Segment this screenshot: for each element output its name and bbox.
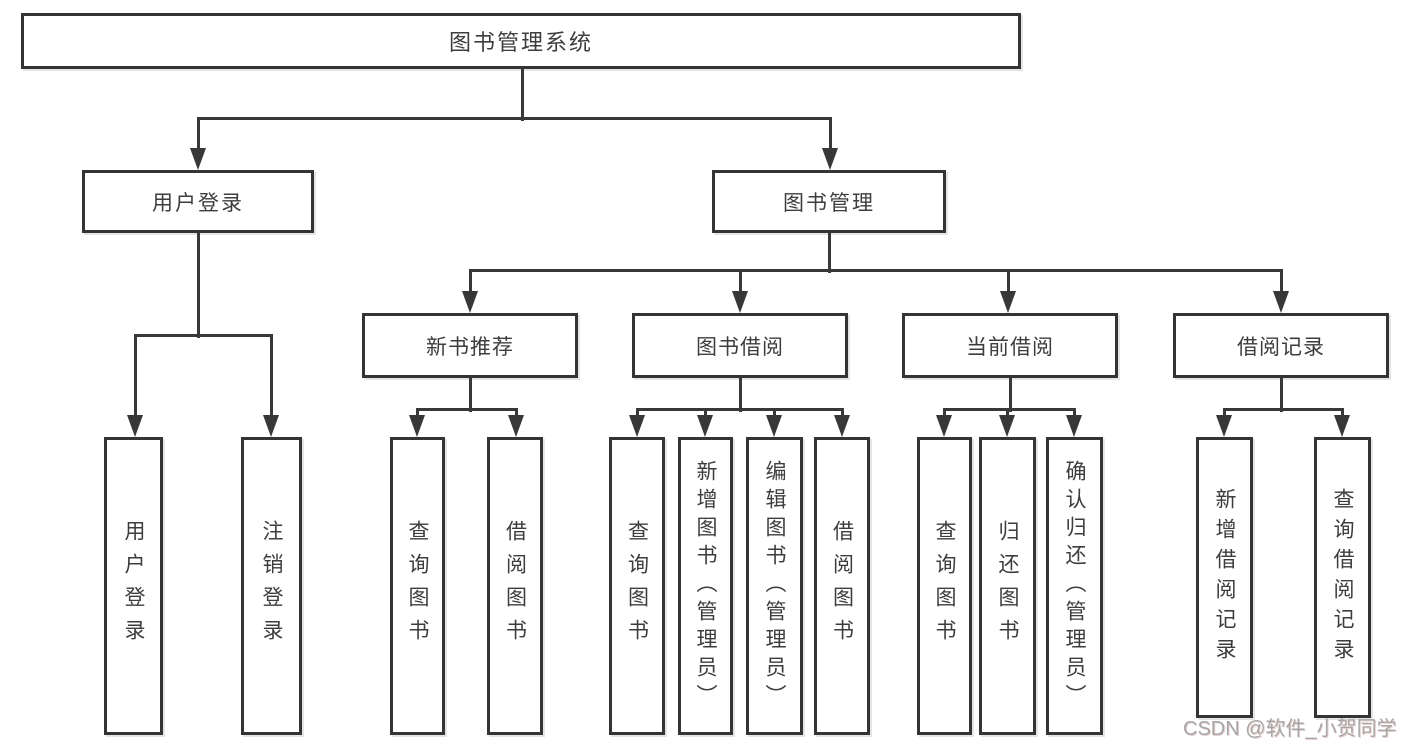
leaf-borrow-books-recommend: 借阅图书 xyxy=(487,437,543,735)
connector-drop xyxy=(828,118,832,150)
leaf-edit-books-admin: 编辑图书（管理员） xyxy=(746,437,803,735)
arrowhead-down-icon xyxy=(1273,291,1289,313)
arrowhead-down-icon xyxy=(732,291,748,313)
node-book-borrowing: 图书借阅 xyxy=(632,313,848,378)
arrowhead-down-icon xyxy=(190,148,206,170)
node-user-login: 用户登录 xyxy=(82,170,314,233)
leaf-logout: 注销登录 xyxy=(241,437,302,735)
arrowhead-down-icon xyxy=(936,415,952,437)
connector-drop xyxy=(772,409,776,417)
connector-stem xyxy=(468,378,472,412)
connector-stem xyxy=(520,69,524,121)
node-new-book-recommendation: 新书推荐 xyxy=(362,313,578,378)
connector-bar xyxy=(133,333,273,337)
connector-drop xyxy=(942,409,946,417)
connector-bar xyxy=(1222,407,1344,411)
node-current-borrowing: 当前借阅 xyxy=(902,313,1118,378)
node-borrowing-records: 借阅记录 xyxy=(1173,313,1389,378)
connector-drop xyxy=(1222,409,1226,417)
connector-drop xyxy=(514,409,518,417)
connector-drop xyxy=(1072,409,1076,417)
arrowhead-down-icon xyxy=(697,415,713,437)
arrowhead-down-icon xyxy=(834,415,850,437)
connector-stem xyxy=(196,233,200,338)
arrowhead-down-icon xyxy=(1000,291,1016,313)
leaf-add-books-admin: 新增图书（管理员） xyxy=(678,437,733,735)
leaf-confirm-return-admin: 确认归还（管理员） xyxy=(1046,437,1103,735)
connector-drop xyxy=(1340,409,1344,417)
leaf-add-borrow-record: 新增借阅记录 xyxy=(1196,437,1253,718)
arrowhead-down-icon xyxy=(1216,415,1232,437)
connector-drop xyxy=(738,270,742,293)
connector-drop xyxy=(468,270,472,293)
arrowhead-down-icon xyxy=(1334,415,1350,437)
arrowhead-down-icon xyxy=(409,415,425,437)
leaf-return-books: 归还图书 xyxy=(979,437,1036,735)
connector-drop xyxy=(196,118,200,150)
node-book-management: 图书管理 xyxy=(712,170,946,233)
connector-drop xyxy=(1005,409,1009,417)
arrowhead-down-icon xyxy=(629,415,645,437)
node-library-system: 图书管理系统 xyxy=(21,13,1021,69)
connector-drop xyxy=(415,409,419,417)
arrowhead-down-icon xyxy=(1066,415,1082,437)
arrowhead-down-icon xyxy=(766,415,782,437)
connector-stem xyxy=(1008,378,1012,412)
leaf-query-books-current: 查询图书 xyxy=(917,437,972,735)
connector-bar xyxy=(942,407,1076,411)
leaf-query-books-recommend: 查询图书 xyxy=(390,437,445,735)
arrowhead-down-icon xyxy=(462,291,478,313)
connector-drop xyxy=(840,409,844,417)
connector-stem xyxy=(827,233,831,273)
connector-bar xyxy=(635,407,844,411)
connector-drop xyxy=(635,409,639,417)
connector-drop xyxy=(269,335,273,417)
leaf-user-login: 用户登录 xyxy=(104,437,163,735)
connector-drop xyxy=(1279,270,1283,293)
connector-bar xyxy=(468,268,1283,272)
leaf-borrow-books: 借阅图书 xyxy=(814,437,870,735)
arrowhead-down-icon xyxy=(822,148,838,170)
connector-bar xyxy=(415,407,518,411)
leaf-query-books-borrowing: 查询图书 xyxy=(609,437,665,735)
csdn-watermark: CSDN @软件_小贺同学 xyxy=(1183,718,1397,740)
connector-drop xyxy=(133,335,137,417)
connector-stem xyxy=(738,378,742,412)
connector-stem xyxy=(1279,378,1283,412)
connector-bar xyxy=(196,116,832,120)
connector-drop xyxy=(703,409,707,417)
arrowhead-down-icon xyxy=(508,415,524,437)
connector-drop xyxy=(1006,270,1010,293)
arrowhead-down-icon xyxy=(999,415,1015,437)
arrowhead-down-icon xyxy=(263,415,279,437)
leaf-query-borrow-record: 查询借阅记录 xyxy=(1314,437,1371,718)
arrowhead-down-icon xyxy=(127,415,143,437)
